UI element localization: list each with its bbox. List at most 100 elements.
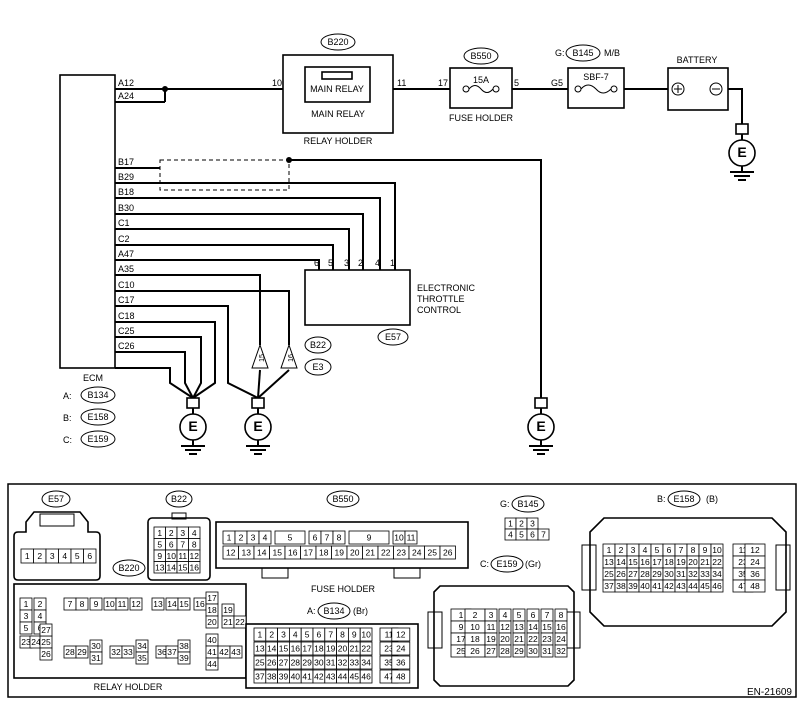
svg-text:M/B: M/B xyxy=(604,48,620,58)
svg-text:44: 44 xyxy=(207,659,217,669)
svg-text:4: 4 xyxy=(62,551,67,561)
ecm-pin-b17: B17 xyxy=(118,157,134,167)
svg-text:16: 16 xyxy=(556,622,566,632)
svg-text:45: 45 xyxy=(700,581,710,591)
svg-text:9: 9 xyxy=(703,545,708,555)
svg-text:15: 15 xyxy=(279,644,289,654)
svg-text:27: 27 xyxy=(279,658,289,668)
svg-text:G:: G: xyxy=(555,48,565,58)
svg-text:22: 22 xyxy=(361,644,371,654)
svg-text:5: 5 xyxy=(514,78,519,88)
b220-pin-43: 43 xyxy=(229,645,243,659)
b134-pin-9: 9 xyxy=(347,627,361,642)
svg-text:FUSE HOLDER: FUSE HOLDER xyxy=(449,113,514,123)
etc-pin-5: 5 xyxy=(328,258,333,268)
svg-text:19: 19 xyxy=(326,644,336,654)
svg-text:33: 33 xyxy=(700,569,710,579)
svg-text:4: 4 xyxy=(192,528,197,538)
svg-text:17: 17 xyxy=(456,634,466,644)
svg-text:34: 34 xyxy=(361,658,371,668)
svg-text:29: 29 xyxy=(77,647,87,657)
svg-text:12: 12 xyxy=(226,548,236,558)
e159-pin-7: 7 xyxy=(540,608,554,622)
e159-pin-23: 23 xyxy=(540,632,554,646)
b220-pin-26: 26 xyxy=(39,647,53,661)
svg-text:1: 1 xyxy=(157,528,162,538)
e158-pin-48: 48 xyxy=(744,579,766,593)
svg-text:18: 18 xyxy=(664,557,674,567)
e159-pin-5: 5 xyxy=(512,608,526,622)
svg-text:39: 39 xyxy=(628,581,638,591)
svg-text:7: 7 xyxy=(541,530,546,540)
svg-text:15: 15 xyxy=(628,557,638,567)
e158-pin-44: 44 xyxy=(686,579,700,593)
svg-text:B550: B550 xyxy=(470,51,491,61)
ecm-pin-c1: C1 xyxy=(118,218,130,228)
b22-pin-16: 16 xyxy=(188,561,201,574)
b134-pin-25: 25 xyxy=(253,655,267,670)
e158-pin-18: 18 xyxy=(662,555,676,569)
b134-pin-8: 8 xyxy=(336,627,349,642)
e159-pin-2: 2 xyxy=(464,608,486,622)
svg-text:10: 10 xyxy=(167,551,177,561)
b220-pin-18: 18 xyxy=(205,603,219,617)
svg-text:2: 2 xyxy=(269,630,274,640)
e158-pin-20: 20 xyxy=(686,555,700,569)
e158-pin-7: 7 xyxy=(674,543,688,557)
ecm-pin-labels: A12A24B17B29B18B30C1C2A47A35C10C17C18C25… xyxy=(118,78,135,351)
b145-pin-4: 4 xyxy=(504,528,517,541)
b220-pin-16: 16 xyxy=(193,597,207,611)
e159-pin-30: 30 xyxy=(526,644,540,658)
svg-text:28: 28 xyxy=(65,647,75,657)
svg-text:33: 33 xyxy=(350,658,360,668)
svg-text:31: 31 xyxy=(676,569,686,579)
svg-text:13: 13 xyxy=(604,557,614,567)
svg-text:37: 37 xyxy=(604,581,614,591)
e158-pin-25: 25 xyxy=(602,567,616,581)
ecm-label: ECM xyxy=(83,373,103,383)
svg-text:15A: 15A xyxy=(473,75,489,85)
svg-text:6: 6 xyxy=(530,530,535,540)
svg-text:4: 4 xyxy=(508,530,513,540)
splice-connector: 15 16 B22 E3 xyxy=(251,336,332,376)
connector-panel xyxy=(7,483,797,698)
svg-text:43: 43 xyxy=(676,581,686,591)
e57-pin-1: 1 xyxy=(20,548,34,564)
svg-text:7: 7 xyxy=(68,599,73,609)
svg-text:13: 13 xyxy=(242,548,252,558)
svg-text:E158: E158 xyxy=(673,494,694,504)
svg-text:3: 3 xyxy=(251,533,256,543)
b220-pin-5: 5 xyxy=(19,621,33,635)
svg-text:32: 32 xyxy=(338,658,348,668)
svg-text:42: 42 xyxy=(219,647,229,657)
svg-text:38: 38 xyxy=(267,672,277,682)
svg-text:(Gr): (Gr) xyxy=(525,559,541,569)
svg-text:5: 5 xyxy=(288,533,293,543)
b550-pin-17: 17 xyxy=(300,545,317,560)
b550-pin-15: 15 xyxy=(269,545,286,560)
b134-pin-18: 18 xyxy=(312,641,326,656)
svg-text:18: 18 xyxy=(319,548,329,558)
svg-text:1: 1 xyxy=(508,519,513,529)
svg-text:10: 10 xyxy=(470,622,480,632)
b22-pin-13: 13 xyxy=(153,561,166,574)
svg-text:11: 11 xyxy=(739,545,748,555)
svg-text:14: 14 xyxy=(257,548,267,558)
svg-text:36: 36 xyxy=(157,647,167,657)
e158-pin-5: 5 xyxy=(650,543,664,557)
ecm-pin-c25: C25 xyxy=(118,326,135,336)
e158-pin-39: 39 xyxy=(626,579,640,593)
svg-text:RELAY HOLDER: RELAY HOLDER xyxy=(304,136,373,146)
svg-text:6: 6 xyxy=(317,630,322,640)
svg-text:E57: E57 xyxy=(48,494,64,504)
svg-text:20: 20 xyxy=(207,617,217,627)
b220-pin-41: 41 xyxy=(205,645,219,659)
ecm-connector-a: A: B134 xyxy=(63,386,116,404)
b550-pin-21: 21 xyxy=(362,545,379,560)
svg-text:37: 37 xyxy=(167,647,177,657)
svg-text:24: 24 xyxy=(750,557,760,567)
svg-text:27: 27 xyxy=(628,569,638,579)
svg-text:2: 2 xyxy=(37,551,42,561)
